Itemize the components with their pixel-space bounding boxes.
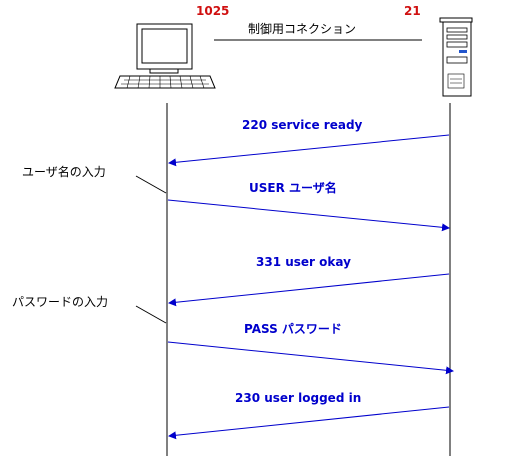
server-tower-icon bbox=[439, 17, 473, 97]
message-label-5: 230 user logged in bbox=[235, 391, 361, 405]
message-label-2: USER ユーザ名 bbox=[249, 180, 337, 195]
message-arrow-3 bbox=[168, 273, 450, 307]
message-label-3: 331 user okay bbox=[256, 255, 351, 269]
computer-icon bbox=[114, 23, 216, 89]
client-port-label: 1025 bbox=[196, 4, 229, 18]
message-label-4: PASS パスワード bbox=[244, 322, 342, 336]
password-input-pointer bbox=[135, 305, 167, 324]
message-arrow-1 bbox=[168, 134, 450, 167]
message-label-1: 220 service ready bbox=[242, 118, 363, 132]
message-arrow-5 bbox=[168, 406, 450, 440]
user-input-note: ユーザ名の入力 bbox=[22, 164, 106, 179]
message-arrow-2 bbox=[167, 199, 450, 232]
control-connection-label: 制御用コネクション bbox=[248, 21, 356, 36]
message-arrow-4 bbox=[167, 341, 454, 375]
password-input-note: パスワードの入力 bbox=[12, 295, 108, 309]
server-port-label: 21 bbox=[404, 4, 421, 18]
user-input-pointer bbox=[135, 175, 167, 194]
